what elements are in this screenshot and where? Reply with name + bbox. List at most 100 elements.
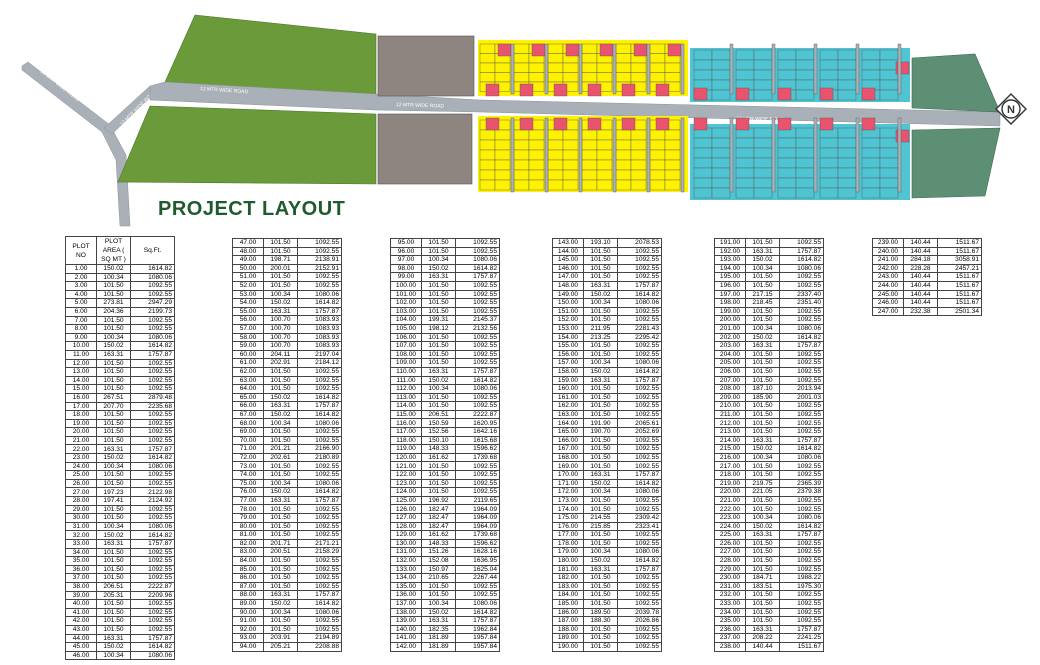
plot-no-cell: 36.00 bbox=[65, 564, 97, 575]
sqft-cell: 1757.87 bbox=[779, 624, 824, 635]
plot-no-cell: 140.00 bbox=[390, 624, 422, 635]
plot-area-cell: 101.50 bbox=[583, 590, 618, 600]
plot bbox=[479, 129, 496, 141]
plot-no-cell: 239.00 bbox=[872, 238, 904, 248]
sqft-cell: 1092.55 bbox=[455, 358, 500, 368]
internal-road bbox=[855, 117, 860, 193]
plot-area-cell: 101.50 bbox=[745, 616, 780, 626]
sqft-cell: 1757.87 bbox=[455, 616, 500, 626]
plot bbox=[581, 139, 598, 151]
plot bbox=[479, 159, 496, 171]
sqft-cell: 1092.55 bbox=[779, 504, 824, 514]
sqft-cell: 1092.55 bbox=[617, 573, 662, 583]
plot-area-cell: 100.34 bbox=[583, 298, 618, 308]
plot bbox=[513, 53, 530, 64]
sqft-cell: 2158.29 bbox=[297, 547, 342, 557]
plot-no-cell: 103.00 bbox=[390, 306, 422, 317]
plot-no-cell: 49.00 bbox=[232, 255, 264, 265]
sqft-cell: 1511.67 bbox=[779, 641, 824, 652]
plot-area-cell: 202.61 bbox=[263, 452, 298, 463]
plot-area-cell: 148.33 bbox=[421, 444, 456, 454]
sqft-cell: 1092.55 bbox=[297, 280, 342, 291]
corner-plot bbox=[553, 83, 568, 97]
plot-no-cell: 121.00 bbox=[390, 461, 422, 472]
plot-no-cell: 125.00 bbox=[390, 495, 422, 506]
plot bbox=[711, 157, 731, 169]
plot-area-cell: 101.50 bbox=[263, 616, 298, 626]
corner-plot bbox=[485, 83, 500, 97]
sqft-cell: 1092.55 bbox=[455, 392, 500, 403]
plot-no-cell: 44.00 bbox=[65, 633, 97, 644]
plot-no-cell: 132.00 bbox=[390, 555, 422, 566]
plot-area-cell: 100.70 bbox=[263, 341, 298, 351]
plot bbox=[795, 147, 815, 159]
plot bbox=[649, 43, 666, 54]
plot-no-cell: 226.00 bbox=[714, 538, 746, 549]
plot-no-cell: 223.00 bbox=[714, 513, 746, 523]
plot bbox=[879, 79, 899, 91]
plot bbox=[630, 149, 647, 161]
plot bbox=[819, 177, 839, 189]
plot-no-cell: 14.00 bbox=[65, 375, 97, 386]
sqft-cell: 2457.21 bbox=[937, 263, 982, 274]
teal-block-north bbox=[911, 53, 1001, 113]
plot-no-cell: 110.00 bbox=[390, 366, 422, 377]
plot-no-cell: 20.00 bbox=[65, 427, 97, 437]
plot-no-cell: 160.00 bbox=[552, 384, 584, 394]
sqft-cell: 2309.42 bbox=[617, 513, 662, 523]
plot-no-cell: 55.00 bbox=[232, 306, 264, 317]
sqft-cell: 1092.55 bbox=[130, 564, 175, 575]
sqft-cell: 1092.55 bbox=[617, 641, 662, 652]
plot bbox=[528, 139, 545, 151]
plot-area-cell: 100.34 bbox=[96, 461, 131, 472]
plot-no-cell: 82.00 bbox=[232, 538, 264, 549]
sqft-cell: 1092.55 bbox=[297, 555, 342, 566]
plot-area-cell: 101.50 bbox=[421, 478, 456, 489]
sqft-cell: 1092.55 bbox=[617, 392, 662, 403]
plot-area-cell: 101.50 bbox=[583, 633, 618, 643]
plot bbox=[494, 179, 511, 191]
plot-no-cell: 64.00 bbox=[232, 384, 264, 394]
plot bbox=[494, 159, 511, 171]
plot bbox=[513, 159, 530, 171]
corner-plot bbox=[819, 117, 834, 131]
plot-area-cell: 101.50 bbox=[263, 555, 298, 566]
sqft-cell: 1092.55 bbox=[297, 246, 342, 257]
plot-area-cell: 188.30 bbox=[583, 616, 618, 626]
sqft-cell: 1614.82 bbox=[779, 521, 824, 532]
sqft-cell: 1080.06 bbox=[130, 332, 175, 343]
plot-no-cell: 192.00 bbox=[714, 246, 746, 257]
plot-area-cell: 150.02 bbox=[745, 332, 780, 343]
sqft-cell: 1080.06 bbox=[617, 358, 662, 368]
plot-no-cell: 246.00 bbox=[872, 298, 904, 308]
plot-area-cell: 215.85 bbox=[583, 521, 618, 532]
corner-plot bbox=[693, 117, 708, 131]
plot bbox=[693, 69, 713, 81]
plot-no-cell: 39.00 bbox=[65, 590, 97, 601]
sqft-cell: 1092.55 bbox=[130, 599, 175, 609]
plot-no-cell: 168.00 bbox=[552, 452, 584, 463]
sqft-cell: 1757.87 bbox=[617, 375, 662, 386]
